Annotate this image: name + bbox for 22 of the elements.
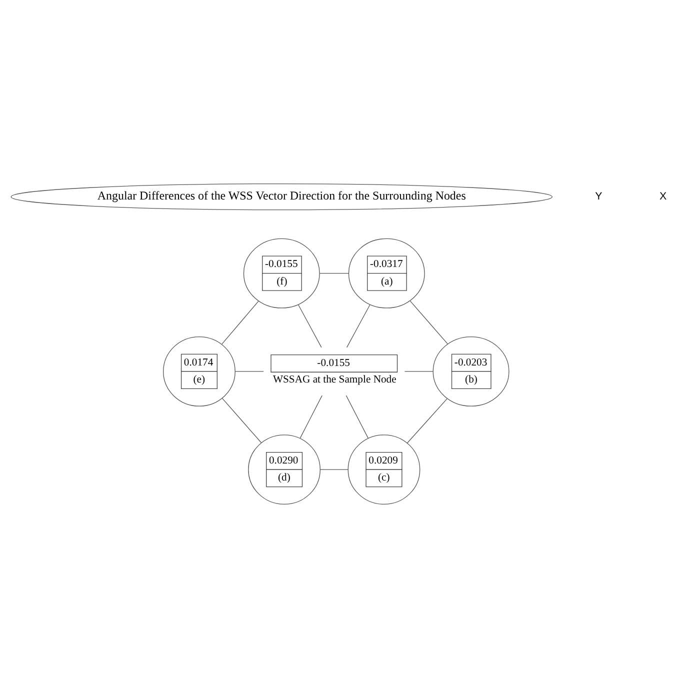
connector	[406, 398, 448, 443]
connector	[234, 370, 264, 372]
connector	[410, 300, 448, 344]
node-circle: 0.0290 (d)	[248, 434, 320, 504]
node-circle: 0.0174 (e)	[163, 336, 236, 406]
node-circle: -0.0317 (a)	[348, 238, 425, 308]
node-circle: -0.0203 (b)	[432, 336, 510, 406]
connector	[320, 468, 348, 470]
node-circle: -0.0155 (f)	[243, 238, 320, 308]
connector	[300, 394, 322, 438]
node-circle: 0.0209 (c)	[348, 434, 420, 504]
connector	[319, 272, 349, 274]
connector	[404, 370, 434, 372]
label: Y	[595, 190, 602, 202]
connector	[298, 304, 322, 348]
connector	[346, 304, 370, 348]
node-ellipse: Angular Differences of the WSS Vector Direction for the Surrounding Nodes	[10, 182, 552, 210]
connector	[222, 300, 259, 344]
connector	[222, 397, 262, 443]
label: X	[660, 190, 667, 202]
connector	[346, 394, 368, 438]
node-label: WSSAG at the Sample Node	[272, 374, 396, 386]
